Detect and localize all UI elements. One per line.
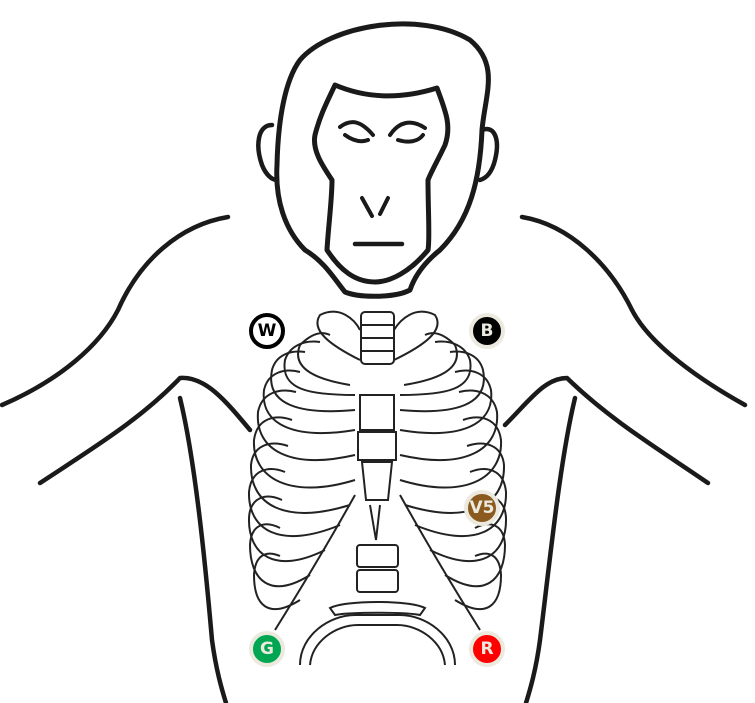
electrode-g-label: G bbox=[260, 638, 274, 659]
right-torso-side bbox=[523, 395, 578, 703]
right-eye bbox=[388, 120, 427, 144]
electrode-w-label: W bbox=[257, 320, 277, 341]
electrode-r-label: R bbox=[480, 638, 494, 659]
electrode-b[interactable]: B bbox=[469, 313, 505, 349]
right-arm-lower bbox=[502, 375, 711, 486]
nose bbox=[360, 196, 390, 218]
head-outline bbox=[274, 21, 491, 299]
face-outline bbox=[311, 82, 451, 285]
right-shoulder-upper bbox=[519, 214, 748, 408]
electrode-g[interactable]: G bbox=[249, 631, 285, 667]
left-ear bbox=[256, 122, 280, 183]
electrode-v5[interactable]: V5 bbox=[464, 490, 500, 526]
electrode-r[interactable]: R bbox=[469, 631, 505, 667]
left-torso-side bbox=[177, 395, 229, 703]
electrode-w[interactable]: W bbox=[249, 313, 285, 349]
right-ear bbox=[477, 126, 500, 183]
left-shoulder-upper bbox=[0, 214, 231, 408]
electrode-b-label: B bbox=[480, 320, 494, 341]
sternum bbox=[357, 394, 397, 501]
rib-cage bbox=[247, 310, 508, 666]
left-arm-lower bbox=[37, 375, 253, 486]
left-eye bbox=[338, 120, 375, 144]
electrode-v5-label: V5 bbox=[469, 497, 495, 518]
